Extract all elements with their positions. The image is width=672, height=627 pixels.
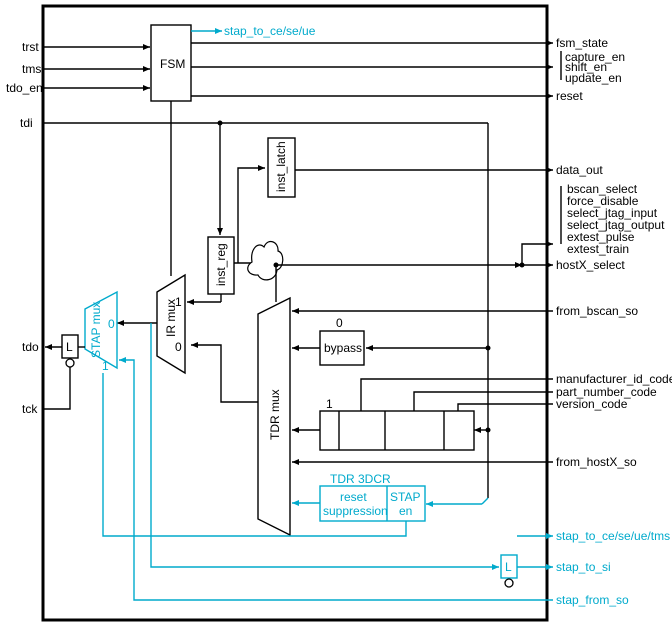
tdo-latch-label: L [66,340,73,354]
reset-suppression-line2: suppression [323,504,388,518]
inst-latch-label: inst_latch [274,141,288,192]
part-number-code-label: part_number_code [556,385,657,399]
reset-label: reset [556,89,583,103]
stap-mux [84,290,118,370]
stap-from-so-wire [119,357,553,601]
inst-latch-block [267,137,296,198]
fsm-block [150,24,192,102]
stap-to-si-label: stap_to_si [556,560,611,574]
bypass-reset-value: 0 [336,316,343,330]
idcode-lsb-label: 1 [326,397,333,411]
tdr-mux-to-ir-mux [191,342,258,403]
ir-mux [156,273,186,375]
stap-en-line1: STAP [390,490,420,504]
tck-label: tck [22,402,38,416]
reset-suppression-line1: reset [340,490,367,504]
stap-mux-input-one: 1 [102,359,109,373]
bypass-label: bypass [324,341,362,355]
capture-en-label: capture_en [565,50,625,64]
manufacturer-id-code-label: manufacturer_id_code [556,372,672,386]
stap-en-to-stap-mux [102,373,407,537]
bypass-block [319,330,365,366]
select-bus-wire [521,241,553,265]
version-code-wire [457,403,553,411]
select-jtag-input-label: select_jtag_input [567,206,658,220]
from-hostx-so-label: from_hostX_so [556,455,637,469]
stap-en-line2: en [399,504,412,518]
shift-en-label: shift_en [565,60,607,74]
hostx-select-label: hostX_select [556,258,625,272]
inst-reg-label: inst_reg [214,243,228,286]
manufacturer-id-wire [360,378,553,411]
idcode-register [319,410,475,451]
tdr-3dcr-label: TDR 3DCR [330,472,391,486]
inst-reg-block [207,236,235,295]
stap-to-ce-label: stap_to_ce/se/ue [224,24,316,38]
ir-mux-label: IR mux [164,299,178,337]
tdo-latch-clock-bubble [65,358,75,368]
tdo-en-label: tdo_en [6,81,43,95]
update-en-label: update_en [565,71,622,85]
version-code-label: version_code [556,397,628,411]
decoder-cloud [247,240,284,281]
data-out-label: data_out [556,163,603,177]
tdi-label: tdi [20,116,33,130]
ir-mux-input-zero: 0 [175,340,182,354]
select-jtag-output-label: select_jtag_output [567,218,665,232]
extest-train-label: extest_train [567,242,629,256]
ir-mux-input-one: 1 [175,295,182,309]
tdr-3dcr-block [319,485,426,522]
si-latch-label: L [505,560,512,574]
tdo-label: tdo [22,340,39,354]
from-bscan-so-label: from_bscan_so [556,304,638,318]
module-boundary [41,4,549,622]
bscan-select-label: bscan_select [567,182,638,196]
force-disable-label: force_disable [567,194,639,208]
trst-label: trst [22,40,39,54]
stap-to-ce-tms-label: stap_to_ce/se/ue/tms [556,529,670,543]
tms-label: tms [22,62,41,76]
tdr-mux-label: TDR mux [268,389,282,440]
tdi-cyan-bend [481,497,489,505]
inst-reg-to-latch [237,165,265,263]
tck-wire [43,367,71,410]
extest-pulse-label: extest_pulse [567,230,635,244]
stap-si-path [150,323,499,570]
stap-from-so-label: stap_from_so [556,593,629,607]
part-number-wire [413,391,553,411]
stap-mux-input-zero: 0 [108,317,115,331]
stap-mux-label: STAP mux [89,302,103,358]
si-latch-clock-bubble [504,578,514,588]
tdr-mux [257,296,291,537]
fsm-label: FSM [160,57,185,71]
fsm-state-label: fsm_state [556,36,608,50]
